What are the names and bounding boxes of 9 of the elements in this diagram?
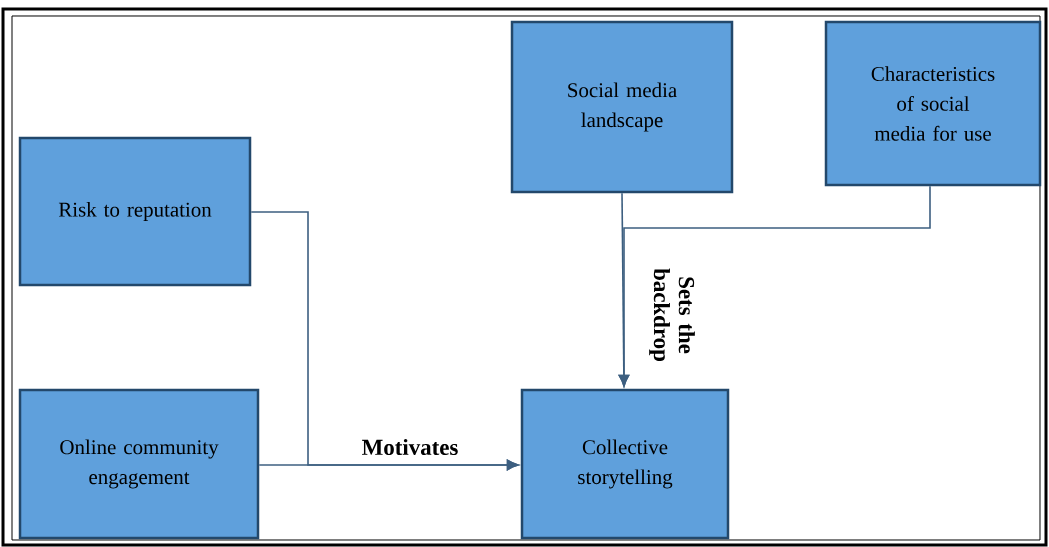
- process-box: Collective storytelling: [520, 388, 730, 540]
- edge-label: Sets the backdrop: [648, 259, 696, 371]
- process-box: Online community engagement: [18, 388, 260, 540]
- edge-label: Motivates: [360, 437, 460, 457]
- process-box: Social media landscape: [510, 20, 734, 194]
- process-box: Risk to reputation: [18, 136, 252, 287]
- arrow: [258, 459, 519, 471]
- process-box: Characteristics of social media for use: [824, 20, 1042, 187]
- arrow: [618, 185, 931, 387]
